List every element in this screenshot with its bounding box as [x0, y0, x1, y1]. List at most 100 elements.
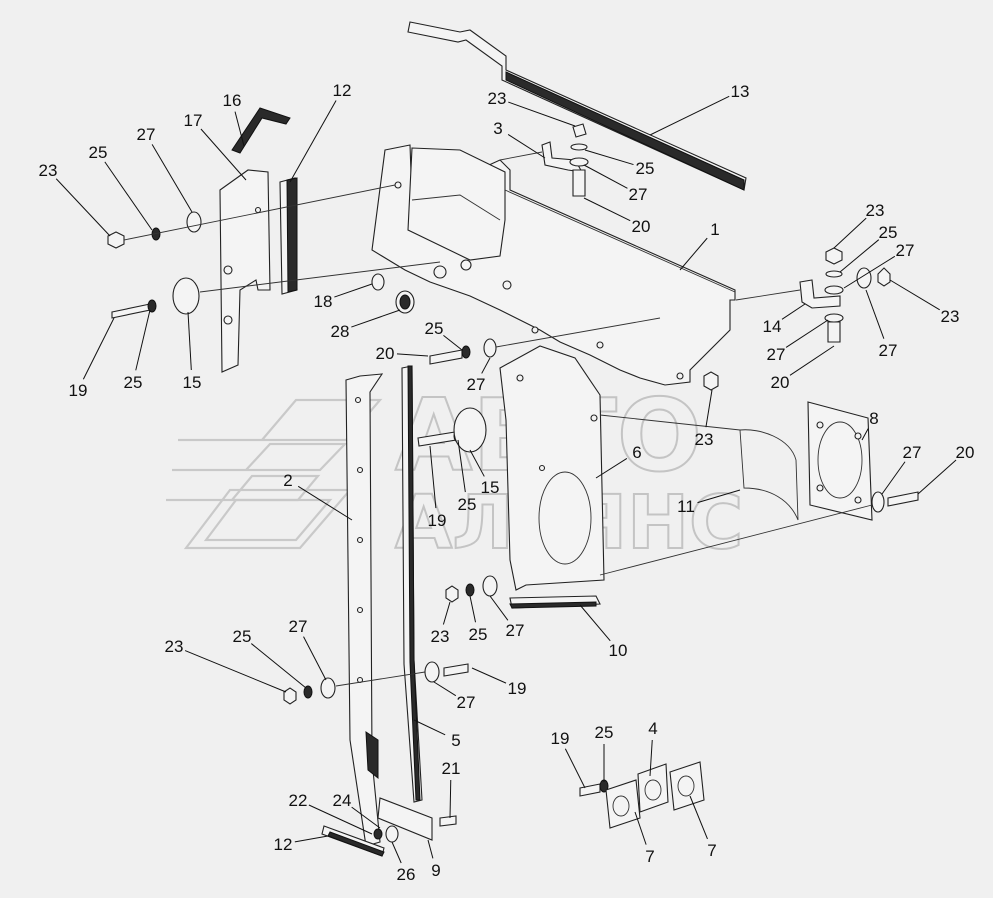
- leader-l3: [507, 134, 546, 159]
- leader-l27e: [785, 319, 829, 348]
- callout-label-l19d: 19: [551, 729, 570, 748]
- leader-l7a: [634, 811, 647, 845]
- leader-l22: [308, 804, 373, 835]
- leader-l20b: [583, 197, 631, 222]
- callout-label-l25c: 25: [879, 223, 898, 242]
- callout-label-l20c: 20: [771, 373, 790, 392]
- leader-l17: [200, 128, 247, 181]
- callout-label-l19b: 19: [428, 511, 447, 530]
- callout-label-l19a: 19: [69, 381, 88, 400]
- leader-l19c: [471, 667, 507, 684]
- callout-label-l21: 21: [442, 759, 461, 778]
- gasket-part-11: [599, 414, 799, 521]
- callout-label-l20b: 20: [632, 217, 651, 236]
- leader-l19b: [429, 445, 437, 509]
- callout-label-l12a: 12: [274, 835, 293, 854]
- leader-l13: [649, 95, 730, 136]
- callout-label-l27c: 27: [896, 241, 915, 260]
- callout-label-l5: 5: [451, 731, 460, 750]
- bracket-part-14: [735, 247, 891, 343]
- callout-label-l23e: 23: [695, 430, 714, 449]
- leader-l23e: [705, 389, 713, 428]
- callout-label-l25d: 25: [124, 373, 143, 392]
- callout-label-l20a: 20: [376, 344, 395, 363]
- leader-l20d: [917, 459, 957, 495]
- callout-label-l15a: 15: [183, 373, 202, 392]
- leader-l27d: [865, 289, 885, 339]
- leader-l26: [391, 841, 402, 864]
- lower-fasteners: [283, 661, 469, 705]
- callout-label-l25i: 25: [595, 723, 614, 742]
- leader-l27f: [481, 357, 491, 374]
- callout-label-l27g: 27: [506, 621, 525, 640]
- leader-l5: [413, 719, 446, 736]
- callout-label-l23a: 23: [39, 161, 58, 180]
- callout-label-l27f: 27: [467, 375, 486, 394]
- callout-label-l27h: 27: [289, 617, 308, 636]
- middle-fasteners: [417, 317, 719, 453]
- leader-l25e: [443, 335, 463, 351]
- callout-label-l13: 13: [731, 82, 750, 101]
- callout-label-l25b: 25: [636, 159, 655, 178]
- callout-label-l25e: 25: [425, 319, 444, 338]
- leader-l27j: [881, 461, 906, 495]
- callout-label-l24: 24: [333, 791, 352, 810]
- callout-label-l27a: 27: [137, 125, 156, 144]
- rail-part-10: [445, 575, 601, 609]
- leader-l15a: [187, 311, 192, 371]
- callout-label-l23d: 23: [941, 307, 960, 326]
- leader-l14: [781, 303, 806, 320]
- rod-part-16: [231, 107, 291, 154]
- callout-label-l27b: 27: [629, 185, 648, 204]
- callout-label-l15b: 15: [481, 478, 500, 497]
- callout-label-l27d: 27: [879, 341, 898, 360]
- leader-l18: [334, 283, 373, 298]
- callout-label-l25g: 25: [469, 625, 488, 644]
- leader-l25b: [584, 149, 634, 166]
- leader-l25a: [104, 161, 153, 231]
- leader-l21: [449, 779, 452, 819]
- leader-l27h: [303, 636, 327, 681]
- callout-label-l2: 2: [283, 471, 292, 490]
- callout-label-l6: 6: [632, 443, 641, 462]
- leader-l12a: [294, 835, 329, 843]
- leader-lines: [55, 95, 957, 864]
- callout-label-l3: 3: [493, 119, 502, 138]
- leader-l27i: [433, 681, 457, 697]
- callout-label-l18: 18: [314, 292, 333, 311]
- leader-l23c: [833, 217, 867, 249]
- callout-label-l4: 4: [648, 719, 657, 738]
- callout-label-l23b: 23: [488, 89, 507, 108]
- leader-l28: [351, 309, 401, 328]
- leader-l8: [861, 428, 869, 441]
- leader-l25g: [469, 595, 477, 623]
- callout-label-l22: 22: [289, 791, 308, 810]
- callout-label-l7a: 7: [645, 847, 654, 866]
- rod-part-13: [407, 21, 747, 191]
- leader-l27g: [489, 595, 509, 621]
- leader-l27a: [151, 144, 193, 213]
- callout-label-l23c: 23: [866, 201, 885, 220]
- bracket-part-3: [499, 123, 589, 197]
- leader-l2: [297, 485, 353, 521]
- leader-l15b: [469, 449, 485, 477]
- leader-l27c: [843, 255, 896, 289]
- plates-part-4-7: [579, 761, 705, 829]
- leader-l11: [697, 489, 741, 504]
- callout-label-l23f: 23: [431, 627, 450, 646]
- callout-label-l1: 1: [710, 220, 719, 239]
- callout-label-l25f: 25: [458, 495, 477, 514]
- callout-label-l25a: 25: [89, 143, 108, 162]
- leader-l25d: [135, 309, 151, 371]
- leader-l4: [649, 739, 653, 777]
- callout-label-l23g: 23: [165, 637, 184, 656]
- flange-part-8: [599, 401, 919, 576]
- leader-l27b: [583, 164, 628, 189]
- callout-label-l14: 14: [763, 317, 782, 336]
- callout-label-l27e: 27: [767, 345, 786, 364]
- leader-l19d: [564, 748, 586, 789]
- callout-label-l9: 9: [431, 861, 440, 880]
- callout-label-l16: 16: [223, 91, 242, 110]
- leader-l20c: [789, 345, 835, 376]
